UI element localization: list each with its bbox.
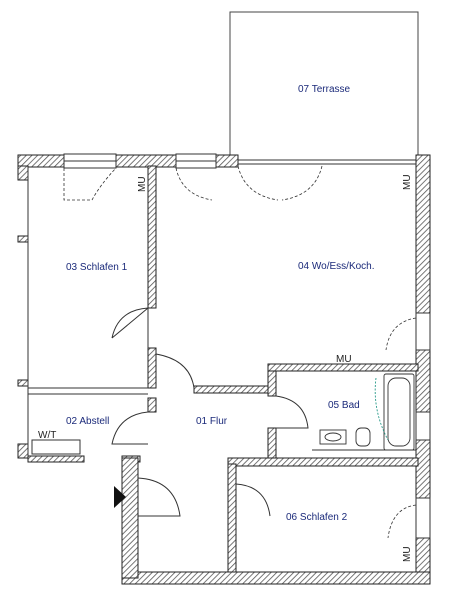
bathtub	[383, 373, 415, 451]
bottom-wall	[121, 571, 431, 585]
wall-abstell-bottom	[27, 455, 85, 463]
mu-label-3: MU	[336, 354, 352, 365]
label-wohnen: 04 Wo/Ess/Koch.	[298, 261, 375, 272]
door-bad	[275, 395, 309, 429]
left-wall-stub1	[17, 235, 29, 243]
wall-schlafen-wohnen	[147, 165, 157, 309]
window-swings	[63, 165, 417, 539]
left-wall-stub2	[17, 379, 29, 387]
shower-curve	[374, 377, 389, 441]
mu-label-4: MU	[402, 546, 413, 562]
wall-bad-left	[267, 367, 277, 397]
bathroom-fixtures	[312, 373, 416, 451]
wall-flur-mid	[147, 397, 157, 413]
wall-entrance	[121, 457, 139, 579]
top-wall-right	[215, 154, 239, 168]
sink	[319, 429, 347, 445]
top-wall-mid	[115, 154, 177, 168]
right-wall-low1	[415, 439, 431, 499]
entrance-arrow-icon	[114, 486, 126, 508]
wall-bad-top	[267, 363, 419, 372]
door-entrance	[137, 477, 181, 517]
wt-label: W/T	[38, 430, 56, 441]
label-abstell: 02 Abstell	[66, 416, 109, 427]
label-terrasse: 07 Terrasse	[298, 84, 351, 95]
right-wall-upper	[415, 154, 431, 314]
thin-walls	[27, 159, 416, 456]
left-wall-top	[17, 165, 29, 181]
window-right-1	[415, 312, 431, 351]
door-flur-top	[155, 353, 195, 389]
terrace-outline	[229, 11, 419, 158]
window-right-3	[415, 497, 431, 539]
door-schlafen1	[111, 307, 149, 348]
wall-flur-bad	[193, 385, 275, 394]
doors	[111, 307, 309, 517]
mu-label-2: MU	[402, 174, 413, 190]
label-bad: 05 Bad	[328, 400, 360, 411]
walls	[17, 154, 431, 585]
mu-label-1: MU	[137, 176, 148, 192]
wall-flur-top	[147, 347, 157, 389]
label-schlafen2: 06 Schlafen 2	[286, 512, 348, 523]
door-schlafen2	[235, 483, 271, 517]
windows	[63, 153, 431, 539]
wt-box	[31, 439, 81, 455]
label-flur: 01 Flur	[196, 416, 228, 427]
door-abstell	[111, 411, 149, 445]
wall-schlafen2-left	[227, 463, 237, 573]
label-schlafen1: 03 Schlafen 1	[66, 262, 128, 273]
top-wall-left	[17, 154, 65, 168]
left-wall-stub3	[17, 443, 29, 459]
toilet	[355, 427, 371, 447]
window-right-2	[415, 411, 431, 441]
wall-schlafen2-top	[227, 457, 419, 467]
right-wall-mid	[415, 349, 431, 413]
